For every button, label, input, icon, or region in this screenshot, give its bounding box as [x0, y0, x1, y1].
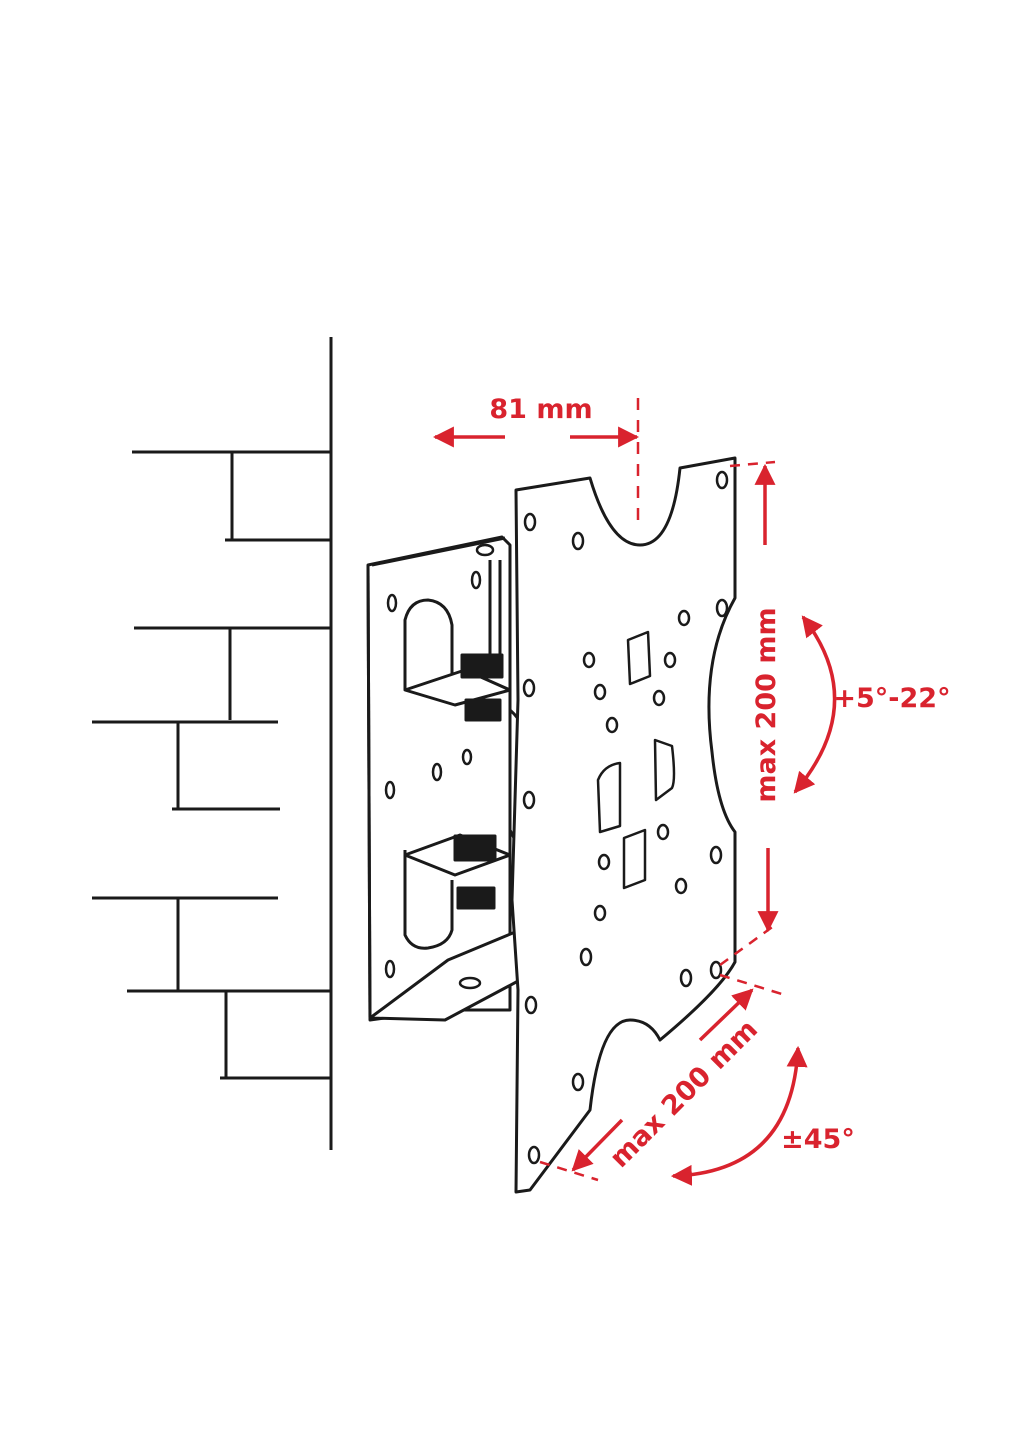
horizontal-arrow-lower	[571, 1118, 624, 1172]
wall-bracket	[366, 535, 550, 1022]
swivel-arc	[670, 1045, 808, 1186]
swivel-label: ±45°	[781, 1124, 855, 1155]
bolt-lower	[453, 834, 497, 862]
bracket-hole	[458, 976, 482, 990]
brick-wall	[92, 337, 333, 1150]
horizontal-arrow-upper	[698, 988, 754, 1042]
vesa-plate	[510, 456, 737, 1194]
tilt-arc	[793, 615, 837, 794]
dimension-annotations	[432, 398, 837, 1186]
vertical-spacing-label: max 200 mm	[751, 607, 782, 802]
tilt-label: +5°-22°	[833, 683, 950, 714]
depth-label: 81 mm	[489, 394, 592, 425]
horizontal-spacing-label: max 200 mm	[604, 1014, 764, 1174]
bolt-upper	[460, 653, 504, 679]
